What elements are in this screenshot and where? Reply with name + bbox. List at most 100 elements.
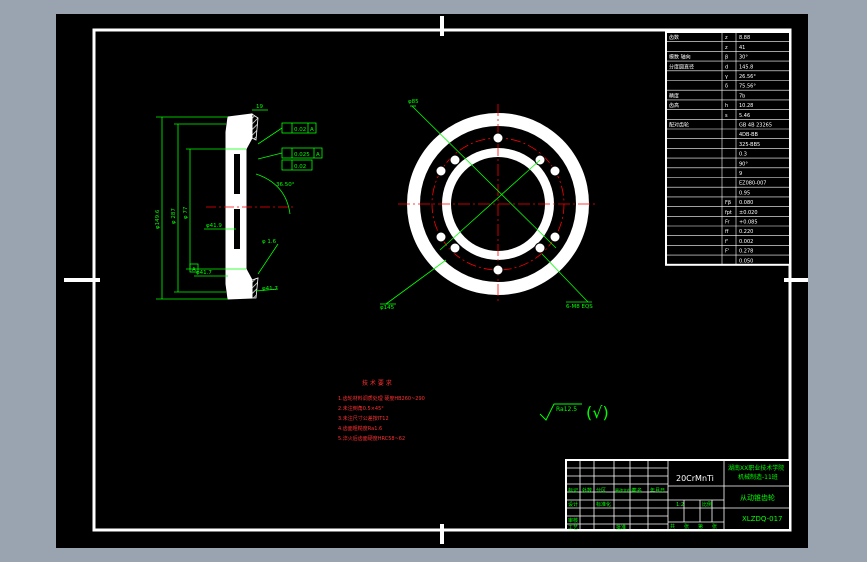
param-cell: 10.28 [739, 103, 753, 109]
title-header-cell: 分区 [596, 487, 606, 494]
tol-2-datum: A [316, 152, 320, 158]
material-text: 20CrMnTi [676, 474, 714, 483]
tol-1-datum: A [310, 127, 314, 133]
param-cell: h [725, 103, 728, 109]
param-cell: GB 4B 23265 [739, 123, 772, 129]
dim-angle: 36.50° [276, 182, 295, 188]
org-line-1: 湖南XX职业技术学院 [728, 464, 784, 472]
param-cell: ff [725, 229, 729, 235]
tech-line: 1.齿轮材料调质处理 硬度HB260~290 [338, 395, 425, 402]
bolt-hole[interactable] [549, 165, 561, 177]
param-cell: 精度 [669, 92, 679, 99]
param-cell: 0.95 [739, 190, 750, 196]
section-groove [234, 154, 240, 194]
tol-2: 0.025 [294, 152, 310, 158]
param-cell: 9 [739, 171, 742, 177]
bolt-hole[interactable] [435, 231, 447, 243]
title-header-cell: 年月日 [650, 487, 665, 494]
param-cell: 30° [739, 55, 748, 61]
dim-top: 19 [256, 104, 263, 110]
roughness-value: Ra12.5 [556, 406, 577, 413]
tech-line: 5.淬火后齿面硬度HRC58~62 [338, 435, 405, 442]
bolt-hole[interactable] [534, 242, 546, 254]
bore-label: φ145 [380, 305, 395, 311]
part-name: 从动锥齿轮 [740, 493, 775, 502]
param-cell: 0.278 [739, 249, 753, 255]
param-cell: ±0.020 [739, 210, 758, 216]
param-cell: Fβ [725, 200, 731, 206]
sheet-cell: 张 [712, 523, 717, 530]
title-block[interactable]: 标记 处数 分区 更改文件号 签名 年月日 设计 审核 工艺 批准 标准化 1:… [565, 459, 791, 531]
front-view[interactable]: φ85 φ145 6-M8 EQS [380, 99, 598, 311]
tech-line: 4.齿面粗糙度Ra1.6 [338, 425, 382, 432]
tech-requirements[interactable]: 技 术 要 求 1.齿轮材料调质处理 硬度HB260~290 2.未注倒角0.5… [338, 379, 425, 442]
title-header-cell: 处数 [582, 487, 592, 494]
param-cell: 8.88 [739, 35, 750, 41]
param-cell: 0.220 [739, 229, 753, 235]
param-cell: 齿数 [669, 34, 679, 41]
param-cell: +0.085 [739, 220, 758, 226]
param-cell: 7b [739, 93, 745, 99]
param-cell: 145.8 [739, 64, 753, 70]
drawing-svg: φ149.6 φ 287 φ 77 φ41.9 φ41.7 φ 1.6 36.5… [64, 16, 808, 544]
param-cell: 0.080 [739, 200, 753, 206]
tech-line: 3.未注尺寸公差按IT12 [338, 415, 389, 422]
title-small-cell: 批准 [616, 524, 626, 531]
bolt-hole[interactable] [449, 242, 461, 254]
gear-tooth-top [251, 113, 259, 141]
title-small-cell: 设计 [568, 501, 578, 508]
param-cell: 4DB-BB [739, 132, 759, 138]
bolt-hole[interactable] [492, 132, 504, 144]
title-small-cell: 工艺 [568, 525, 578, 531]
dim-41-7: φ41.7 [196, 270, 212, 276]
dim-287: φ 287 [171, 208, 177, 224]
param-cell: fpt [725, 210, 732, 216]
dim-1-6: φ 1.6 [262, 239, 277, 245]
tech-line: 2.未注倒角0.5×45° [338, 405, 384, 412]
dim-41-7-b: φ41.7 [262, 286, 278, 292]
param-cell: z [725, 35, 728, 41]
org-line-2: 机械制造-11班 [738, 473, 778, 481]
gear-tooth-bottom [251, 277, 259, 299]
dim-149: φ149.6 [155, 209, 161, 229]
param-cell: β [725, 55, 728, 61]
param-cell: s [725, 113, 728, 119]
roughness-symbol[interactable]: Ra12.5 (√) [539, 403, 609, 422]
bolt-hole[interactable] [435, 165, 447, 177]
hole-label: φ85 [408, 99, 419, 105]
title-header-cell: 标记 [568, 487, 578, 494]
roughness-paren: (√) [586, 403, 609, 422]
side-view[interactable]: φ149.6 φ 287 φ 77 φ41.9 φ41.7 φ 1.6 36.5… [155, 104, 323, 300]
drawing-no: XLZDQ-017 [742, 515, 782, 523]
weight-label: 比例 [702, 501, 712, 508]
scale-label: 1:2 [676, 502, 684, 508]
param-cell: δ [725, 84, 728, 90]
thread-label: 6-M8 EQS [566, 304, 593, 310]
param-cell: 0.050 [739, 258, 753, 264]
param-cell: 75.56° [739, 84, 756, 90]
param-cell: 5.46 [739, 113, 750, 119]
param-cell: EZ080-007 [739, 181, 766, 187]
sheet-cell: 第 [698, 523, 703, 530]
param-cell: 配对齿轮 [669, 122, 689, 129]
title-small-cell: 审核 [568, 517, 578, 524]
param-cell: γ [725, 74, 728, 80]
bolt-hole[interactable] [549, 231, 561, 243]
param-cell: 41 [739, 45, 745, 51]
title-small-cell: 标准化 [596, 501, 611, 508]
tol-1: 0.02 [294, 127, 306, 133]
param-cell: 0.3 [739, 152, 747, 158]
sheet-cell: 张 [684, 523, 689, 530]
bolt-hole[interactable] [449, 154, 461, 166]
sheet-cell: 共 [670, 523, 675, 530]
dim-41-9: φ41.9 [206, 223, 222, 229]
bolt-hole[interactable] [492, 264, 504, 276]
drawing-canvas[interactable]: φ149.6 φ 287 φ 77 φ41.9 φ41.7 φ 1.6 36.5… [56, 14, 808, 548]
dim-77: φ 77 [183, 206, 189, 219]
datum-label: A [192, 267, 196, 273]
param-cell: 分度圆直径 [669, 63, 694, 70]
param-cell: 模数 轴向 [669, 54, 691, 61]
title-header-cell: 签名 [632, 487, 642, 494]
